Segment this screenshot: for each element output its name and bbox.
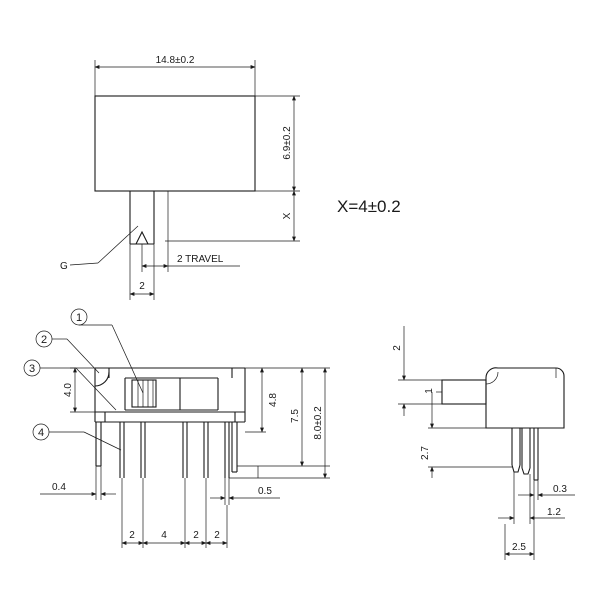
side-dim-1-label: 1 <box>424 388 435 394</box>
callout-1-label: 1 <box>76 312 82 324</box>
callout-3: 3 <box>23 359 117 411</box>
slider-knob <box>131 379 157 408</box>
side-actuator <box>441 379 487 405</box>
pitch-label-2: 4 <box>161 530 167 541</box>
side-dim-0-3-label: 0.3 <box>553 484 567 495</box>
callout-4-label: 4 <box>38 427 44 439</box>
actuator <box>129 191 169 272</box>
dim-8-0-label: 8.0±0.2 <box>313 406 324 440</box>
width-dimension-label: 14.8±0.2 <box>156 55 195 66</box>
callout-3-label: 3 <box>29 363 35 375</box>
dim-4-0-label: 4.0 <box>63 383 74 397</box>
actuator-width-label: 2 <box>139 281 145 292</box>
dim-0-5-label: 0.5 <box>258 486 272 497</box>
side-dim-2-label: 2 <box>392 345 403 351</box>
callout-4: 4 <box>32 423 122 451</box>
pitch-label-1: 2 <box>129 530 135 541</box>
callout-2-label: 2 <box>41 334 47 346</box>
g-label: G <box>60 261 68 272</box>
side-terminals <box>511 428 539 481</box>
top-view-body <box>94 95 256 192</box>
dim-4-8-label: 4.8 <box>268 393 279 407</box>
x-note: X=4±0.2 <box>337 197 401 216</box>
side-dim-2-5-label: 2.5 <box>512 542 526 553</box>
top-view: 14.8±0.2 6.9±0.2 X G 2 TRAVEL 2 <box>60 55 401 300</box>
side-dim-2-7-label: 2.7 <box>420 446 431 460</box>
pitch-label-3: 2 <box>193 530 199 541</box>
height-dimension-label: 6.9±0.2 <box>282 126 293 160</box>
x-dimension-label: X <box>282 212 293 219</box>
callout-2: 2 <box>35 330 100 374</box>
side-dim-1-2-label: 1.2 <box>547 507 561 518</box>
front-view: 1 2 3 4 4.0 <box>23 308 330 548</box>
pitch-label-4: 2 <box>214 530 220 541</box>
dim-7-5-label: 7.5 <box>290 409 301 423</box>
g-leader-line <box>69 262 99 266</box>
side-view: 2 1 2.7 0.3 1.2 2.5 <box>392 326 575 560</box>
front-body-corner-arc <box>94 371 110 387</box>
right-mounting-leg <box>231 422 238 473</box>
dim-0-4-label: 0.4 <box>52 482 66 493</box>
travel-label: 2 TRAVEL <box>177 254 224 265</box>
callout-1: 1 <box>70 308 144 394</box>
side-view-body <box>485 367 565 429</box>
left-mounting-leg <box>95 422 102 467</box>
terminal-pins <box>119 422 230 478</box>
